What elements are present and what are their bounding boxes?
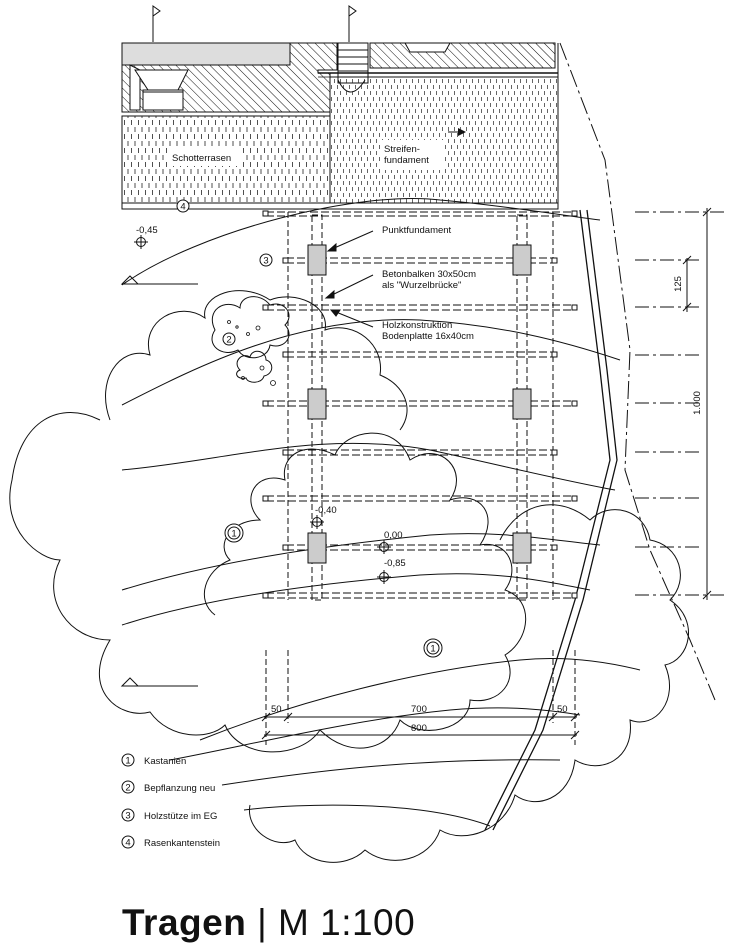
dim-800: 800 xyxy=(411,723,427,734)
level-minus-045: -0,45 xyxy=(136,225,158,236)
vertical-dimensions xyxy=(635,207,725,600)
dim-50-right: 50 xyxy=(557,704,568,715)
label-streifenfundament-2: fundament xyxy=(384,155,429,166)
level-minus-085: -0,85 xyxy=(384,558,406,569)
label-betonbalken-2: als "Wurzelbrücke" xyxy=(382,280,461,291)
marker-1b: 1 xyxy=(430,644,435,655)
legend-num-2: 2 xyxy=(125,783,130,794)
legend-text-4: Rasenkantenstein xyxy=(144,838,220,849)
dim-1000: 1.000 xyxy=(692,391,703,415)
garden-path-edge xyxy=(484,209,618,831)
level-minus-040: -0,40 xyxy=(315,505,337,516)
legend-text-1: Kastanien xyxy=(144,756,186,767)
legend-text-3: Holzstütze im EG xyxy=(144,811,217,822)
legend-item-4: 4 Rasenkantenstein xyxy=(121,835,220,849)
shrub-dots xyxy=(227,320,276,386)
contour-lines xyxy=(121,197,641,827)
structure-grid xyxy=(262,210,578,601)
marker-2: 2 xyxy=(226,335,231,346)
marker-1a: 1 xyxy=(231,529,236,540)
dim-125: 125 xyxy=(673,276,684,292)
legend-num-4: 4 xyxy=(125,838,130,849)
marker-4: 4 xyxy=(180,202,185,213)
level-markers xyxy=(120,235,391,687)
gravel-lawn-area: Schotterrasen Streifen- fundament xyxy=(121,76,559,210)
level-000: 0,00 xyxy=(384,530,403,541)
label-betonbalken-1: Betonbalken 30x50cm xyxy=(382,269,476,280)
label-punktfundament: Punktfundament xyxy=(382,225,452,236)
label-holzkonstruktion-2: Bodenplatte 16x40cm xyxy=(382,331,474,342)
label-holzkonstruktion-1: Holzkonstruktion xyxy=(382,320,452,331)
legend-item-2: 2 Bepflanzung neu xyxy=(121,780,215,794)
horizontal-dimensions xyxy=(261,650,580,745)
legend-num-3: 3 xyxy=(125,811,130,822)
label-schotterrasen: Schotterrasen xyxy=(172,153,231,164)
drawing-title: Tragen | M 1:100 xyxy=(122,902,415,944)
property-boundary xyxy=(559,42,716,701)
legend-text-2: Bepflanzung neu xyxy=(144,783,215,794)
title-scale: M 1:100 xyxy=(278,902,416,943)
tree-canopies xyxy=(9,290,689,863)
title-separator: | xyxy=(257,902,268,943)
plan-markers xyxy=(176,199,443,658)
legend-item-3: 3 Holzstütze im EG xyxy=(121,808,217,822)
title-main: Tragen xyxy=(122,902,247,943)
label-streifenfundament-1: Streifen- xyxy=(384,144,420,155)
dim-50-left: 50 xyxy=(271,704,282,715)
dim-700: 700 xyxy=(411,704,427,715)
legend-num-1: 1 xyxy=(125,756,130,767)
marker-3: 3 xyxy=(263,256,268,267)
legend: 1 Kastanien 2 Bepflanzung neu 3 Holzstüt… xyxy=(121,753,220,849)
legend-item-1: 1 Kastanien xyxy=(121,753,186,767)
